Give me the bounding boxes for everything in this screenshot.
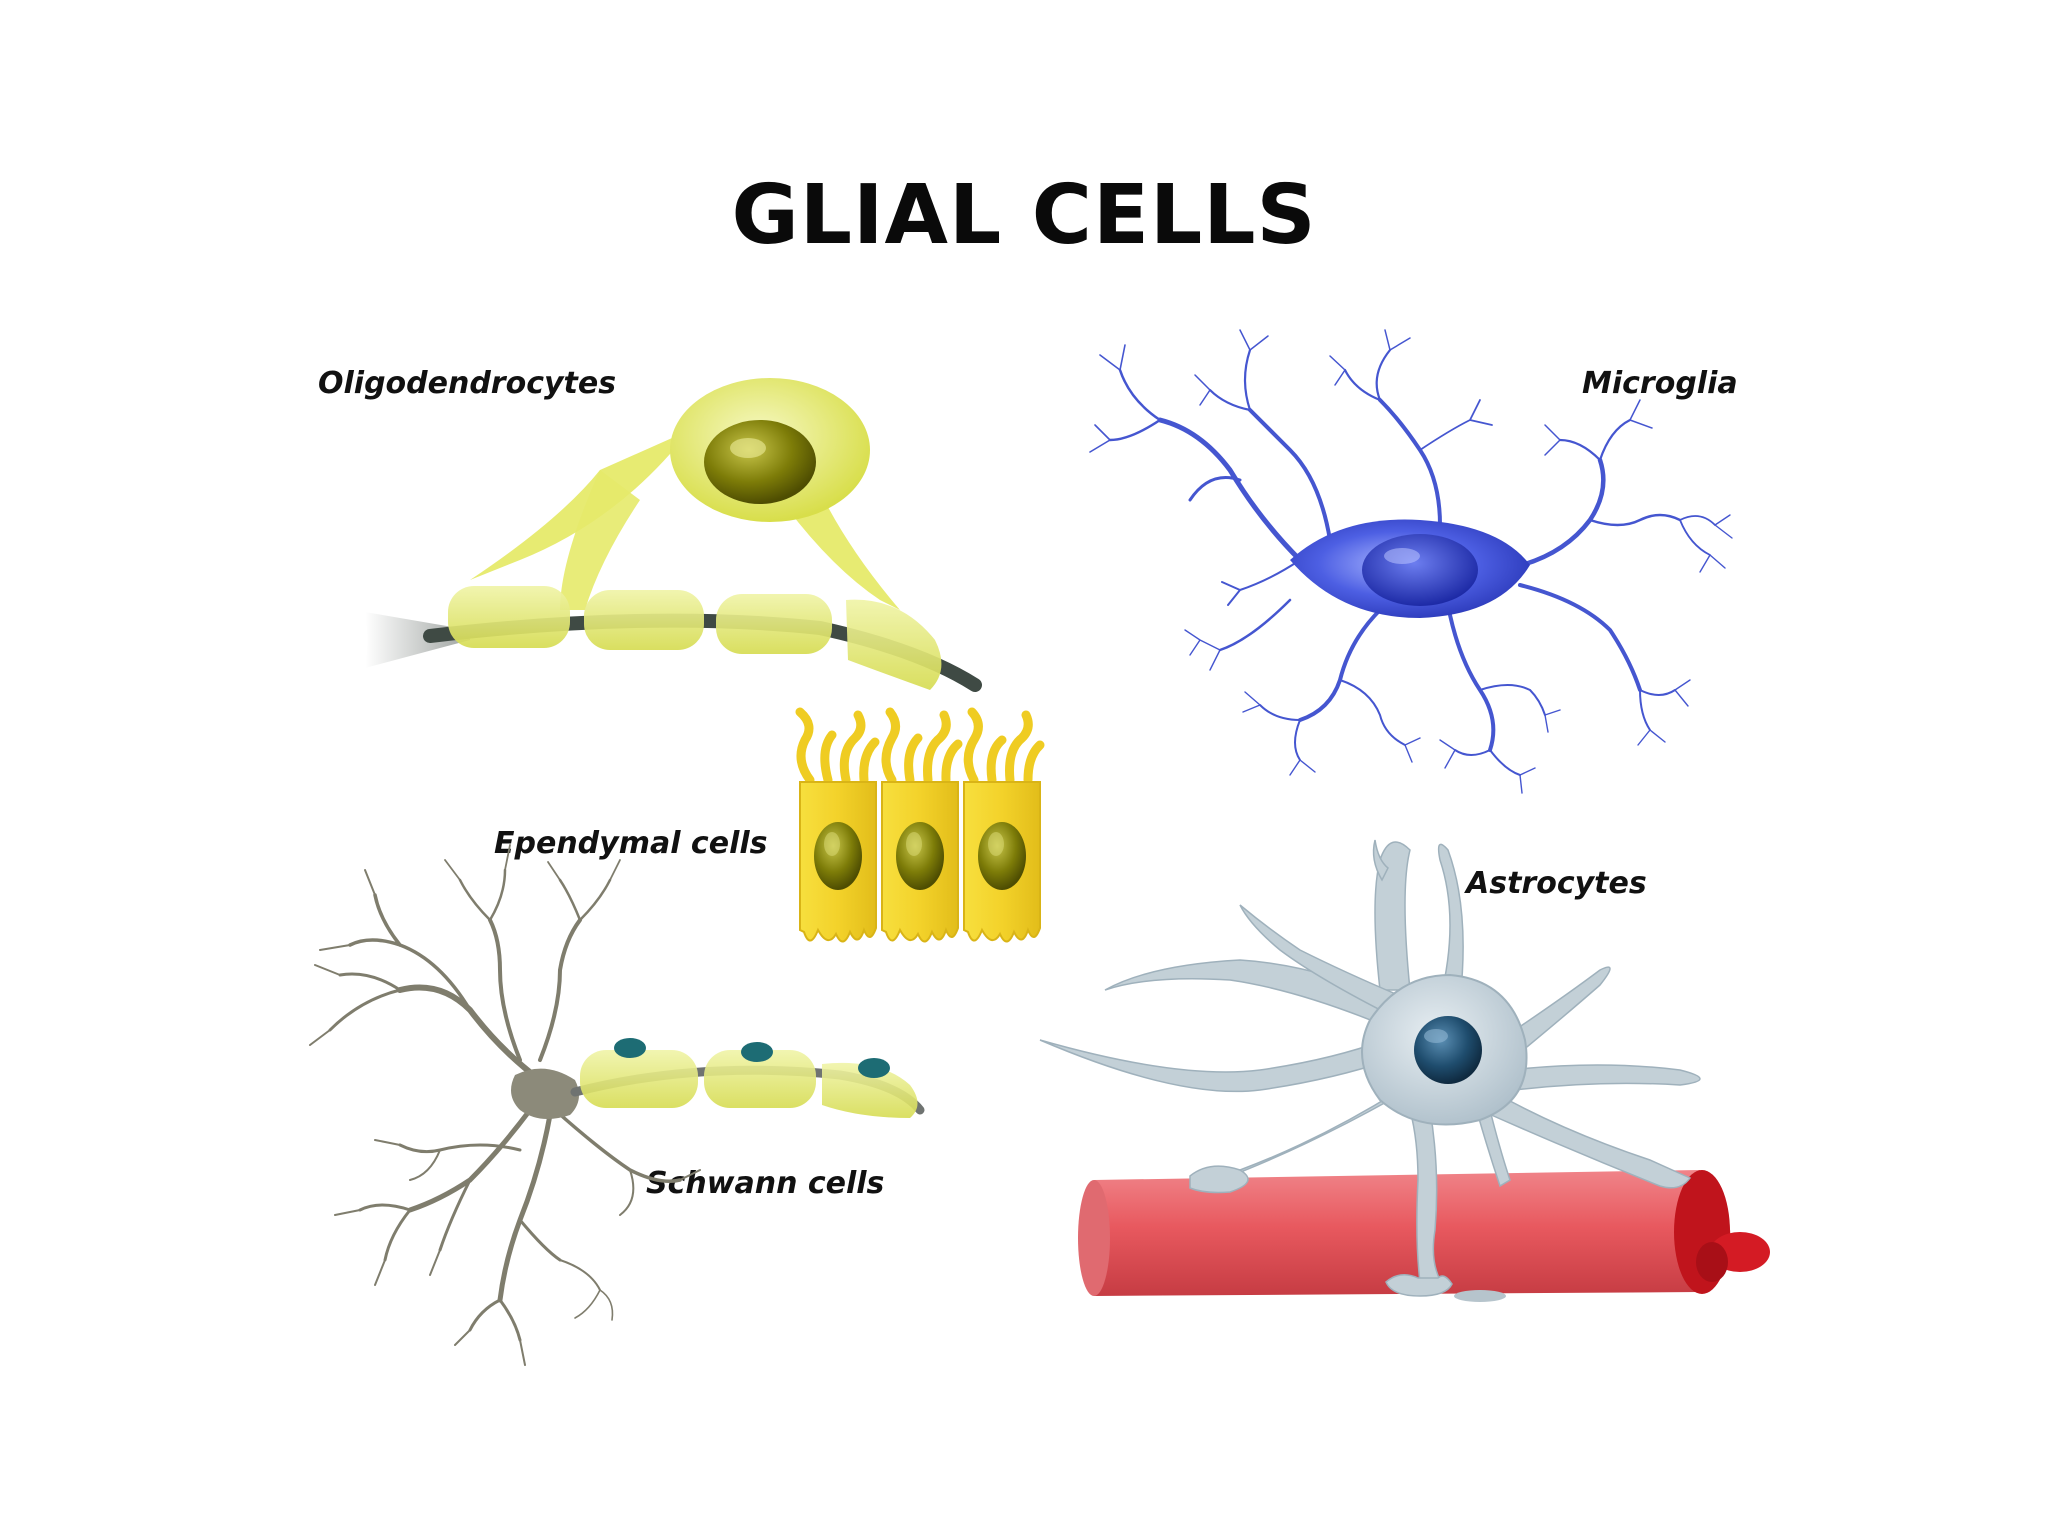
schwann-nucleus [858, 1058, 890, 1078]
oligo-process [560, 470, 640, 610]
microglia-illustration [1089, 329, 1733, 794]
oligo-process [470, 430, 690, 580]
label-ependymal-cells: Ependymal cells [494, 826, 768, 861]
astrocyte-nucleus [1414, 1016, 1482, 1084]
myelin-sheath [846, 599, 942, 690]
myelin-sheath [584, 590, 704, 650]
label-astrocytes: Astrocytes [1466, 866, 1647, 901]
label-oligodendrocytes: Oligodendrocytes [318, 366, 617, 401]
label-schwann-cells: Schwann cells [646, 1166, 885, 1201]
oligodendrocyte-illustration [365, 378, 982, 692]
ependymal-nucleus [896, 822, 944, 890]
oligodendrocyte-nucleus [704, 420, 816, 504]
astrocyte-illustration [1039, 839, 1770, 1302]
microglia-nucleus [1362, 534, 1478, 606]
label-microglia: Microglia [1582, 366, 1738, 401]
schwann-cell [704, 1050, 816, 1108]
schwann-nucleus [741, 1042, 773, 1062]
axon-fade [365, 612, 470, 668]
diagram-title: GLIAL CELLS [731, 168, 1317, 263]
ependymal-nucleus [814, 822, 862, 890]
myelin-sheath [716, 594, 832, 654]
ependymal-cells-illustration [795, 707, 1045, 943]
vessel-end [1078, 1180, 1110, 1296]
schwann-cells-illustration [309, 844, 925, 1366]
schwann-nucleus [614, 1038, 646, 1058]
neuron-soma [511, 1068, 579, 1119]
blood-vessel [1085, 1170, 1731, 1296]
schwann-cell [580, 1050, 698, 1108]
ependymal-nucleus [978, 822, 1026, 890]
myelin-sheath [448, 586, 570, 648]
schwann-cell [822, 1062, 918, 1118]
